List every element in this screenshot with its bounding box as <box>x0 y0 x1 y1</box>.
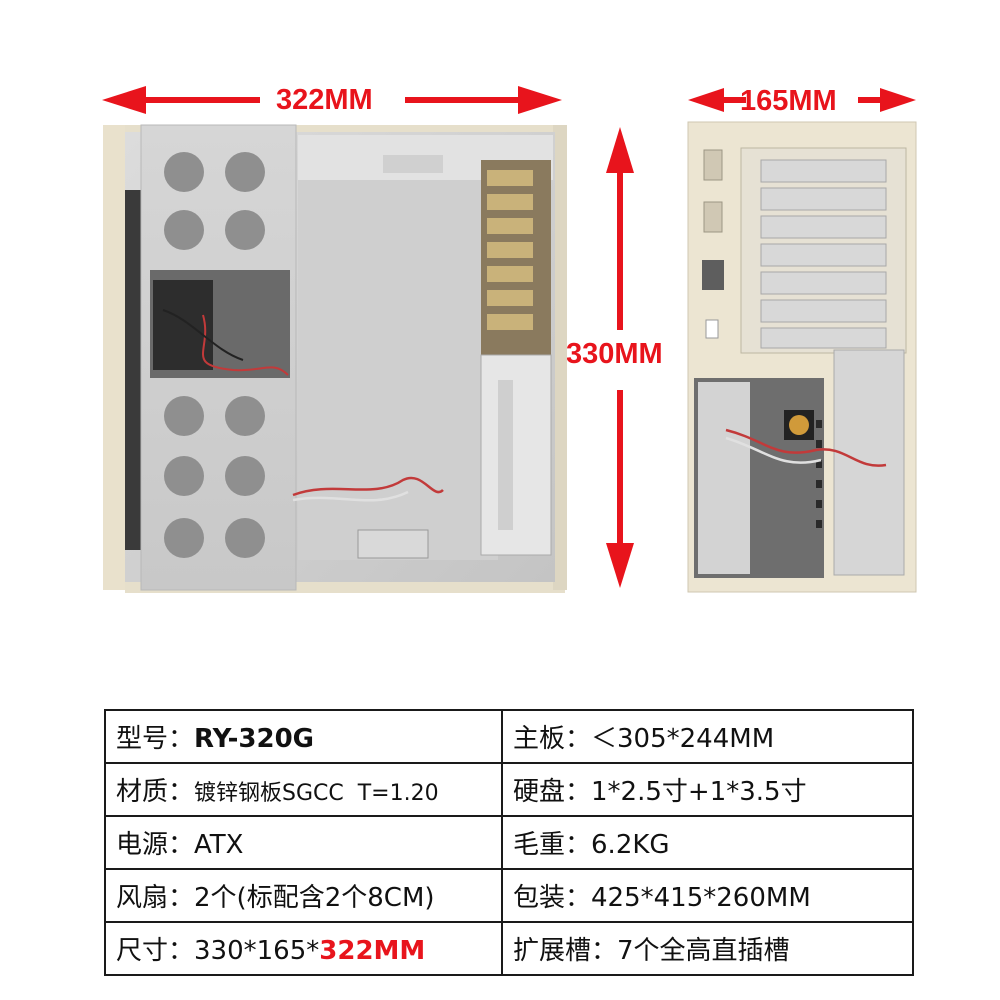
spec-size-cell: 尺寸：330*165*322MM <box>104 921 503 976</box>
spec-psu-value: ATX <box>194 830 244 860</box>
spec-package-cell: 包装：425*415*260MM <box>501 868 914 923</box>
spec-package-label: 包装： <box>513 883 592 913</box>
chassis-front-view-image <box>687 121 917 593</box>
table-row: 风扇：2个(标配含2个8CM) 包装：425*415*260MM <box>104 868 914 923</box>
spec-motherboard-label: 主板： <box>513 724 592 754</box>
spec-weight-label: 毛重： <box>513 830 592 860</box>
depth-dimension-arrow <box>688 88 916 112</box>
spec-fans-label: 风扇： <box>116 883 195 913</box>
spec-model-cell: 型号：RY-320G <box>104 709 503 764</box>
table-row: 型号：RY-320G 主板：＜305*244MM <box>104 709 914 764</box>
spec-slots-value: 7个全高直插槽 <box>617 936 790 966</box>
spec-size-value: 330*165* <box>194 936 320 966</box>
spec-drives-cell: 硬盘：1*2.5寸+1*3.5寸 <box>501 762 914 817</box>
depth-dimension-label: 165MM <box>740 85 837 117</box>
spec-model-label: 型号： <box>116 724 195 754</box>
spec-drives-label: 硬盘： <box>513 777 592 807</box>
spec-psu-cell: 电源：ATX <box>104 815 503 870</box>
spec-drives-value: 1*2.5寸+1*3.5寸 <box>591 777 807 807</box>
spec-size-label: 尺寸： <box>116 936 195 966</box>
table-row: 尺寸：330*165*322MM 扩展槽：7个全高直插槽 <box>104 921 914 976</box>
spec-material-value: 镀锌钢板SGCC T=1.20 <box>194 781 439 806</box>
height-dimension-label: 330MM <box>566 338 663 370</box>
width-dimension-label: 322MM <box>276 84 373 116</box>
spec-material-label: 材质： <box>116 777 195 807</box>
spec-package-value: 425*415*260MM <box>591 883 811 913</box>
spec-fans-value: 2个(标配含2个8CM) <box>194 883 435 913</box>
table-row: 材质：镀锌钢板SGCC T=1.20 硬盘：1*2.5寸+1*3.5寸 <box>104 762 914 817</box>
height-dimension-arrow <box>606 127 634 588</box>
spec-size-highlight: 322MM <box>319 936 426 966</box>
spec-slots-cell: 扩展槽：7个全高直插槽 <box>501 921 914 976</box>
spec-material-cell: 材质：镀锌钢板SGCC T=1.20 <box>104 762 503 817</box>
spec-fans-cell: 风扇：2个(标配含2个8CM) <box>104 868 503 923</box>
chassis-side-view-image <box>103 124 567 593</box>
spec-model-value: RY-320G <box>194 724 315 754</box>
spec-psu-label: 电源： <box>116 830 195 860</box>
spec-table: 型号：RY-320G 主板：＜305*244MM 材质：镀锌钢板SGCC T=1… <box>104 709 914 976</box>
spec-weight-cell: 毛重：6.2KG <box>501 815 914 870</box>
width-dimension-arrow <box>102 86 562 114</box>
spec-weight-value: 6.2KG <box>591 830 670 860</box>
spec-motherboard-value: ＜305*244MM <box>591 724 775 754</box>
table-row: 电源：ATX 毛重：6.2KG <box>104 815 914 870</box>
spec-motherboard-cell: 主板：＜305*244MM <box>501 709 914 764</box>
spec-slots-label: 扩展槽： <box>513 936 618 966</box>
